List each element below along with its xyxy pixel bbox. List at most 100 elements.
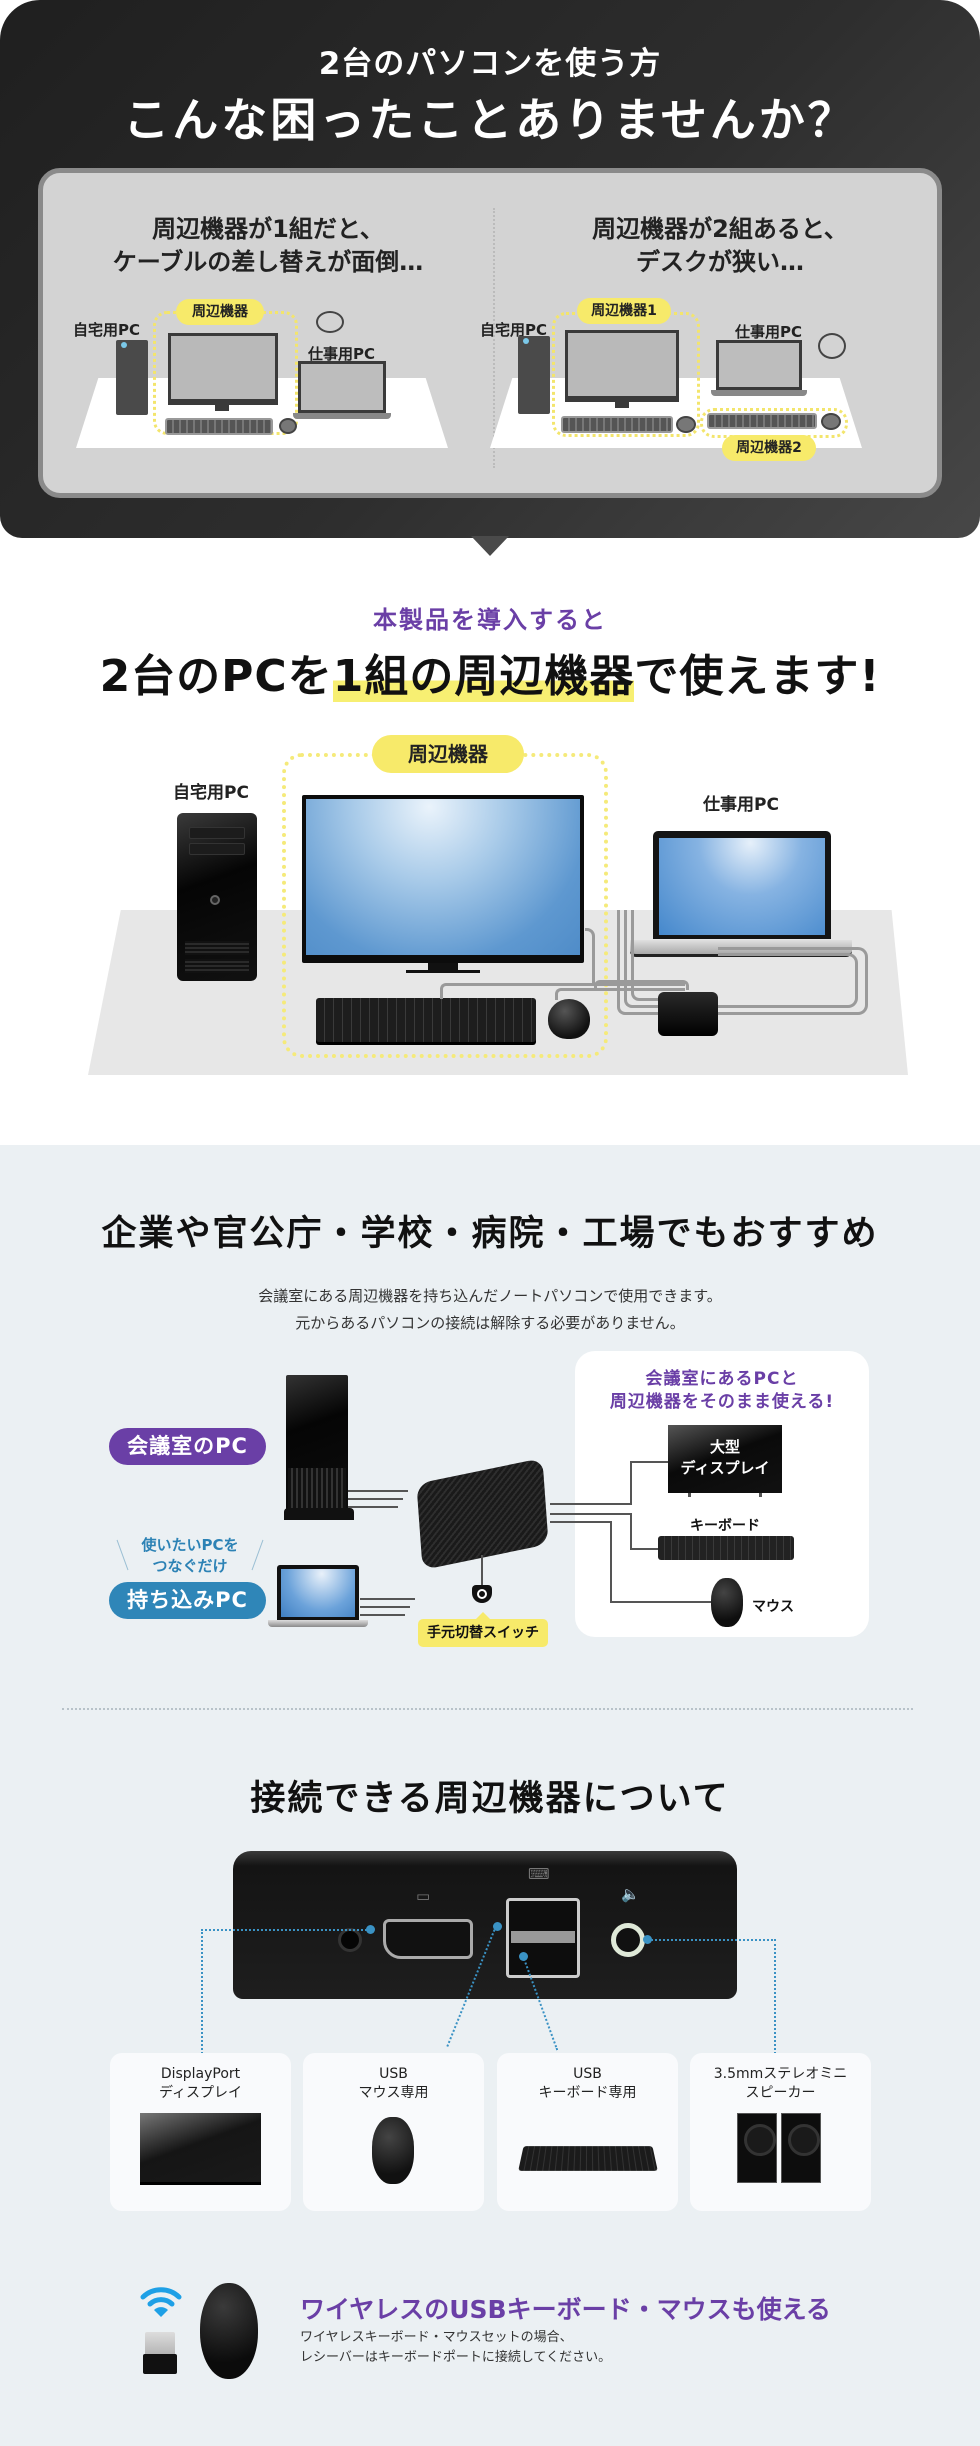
work-laptop-icon: [298, 361, 386, 413]
cable: [348, 1490, 408, 1492]
problem-panel: 周辺機器が1組だと、 ケーブルの差し替えが面倒… 自宅用PC 周辺機器 仕事用P…: [38, 168, 942, 498]
title-highlight: 1組の周辺機器: [332, 651, 635, 702]
wireless-mouse-icon: [200, 2283, 258, 2379]
connect-note: 使いたいPCを つなぐだけ: [116, 1535, 264, 1577]
cable: [610, 1601, 712, 1603]
work-pc-label: 仕事用PC: [735, 323, 803, 341]
keyboard-icon: [561, 416, 673, 433]
cable: [348, 1506, 398, 1508]
display-port-icon: ▭: [416, 1887, 431, 1905]
keyboard: [658, 1536, 794, 1560]
meeting-room-card-title: 会議室にあるPCと 周辺機器をそのまま使える!: [609, 1369, 835, 1412]
displayport-port: [383, 1919, 473, 1959]
leader-dot: [366, 1925, 375, 1934]
keyboard-cable: [440, 983, 685, 999]
monitor: [302, 795, 584, 963]
leader-dot: [493, 1922, 502, 1931]
laptop-base: [268, 1620, 368, 1627]
switch-cable: [481, 1555, 483, 1585]
speaker-port: [611, 1923, 645, 1957]
monitor-icon: [565, 330, 679, 402]
home-pc-label: 自宅用PC: [173, 783, 249, 803]
cable: [630, 1513, 632, 1550]
keyboard: [316, 998, 536, 1042]
audio-icon: 🔈: [621, 1885, 640, 1903]
home-pc-tower-icon: [518, 336, 550, 414]
remote-switch-icon: [472, 1585, 492, 1603]
cable: [630, 1461, 632, 1505]
laptop-cable: [718, 947, 868, 1015]
banner-pointer: [471, 536, 509, 556]
problem-case-one-set: 周辺機器が1組だと、 ケーブルの差し替えが面倒… 自宅用PC 周辺機器 仕事用P…: [43, 173, 493, 493]
displayport-leader: [201, 1929, 371, 2054]
case-text: 周辺機器が1組だと、 ケーブルの差し替えが面倒…: [112, 215, 424, 276]
business-description: 会議室にある周辺機器を持ち込んだノートパソコンで使用できます。 元からあるパソコ…: [258, 1287, 722, 1332]
keyboard-icon: [165, 418, 273, 435]
large-display: 大型 ディスプレイ: [668, 1425, 782, 1493]
meeting-pc-tower: [286, 1375, 348, 1518]
laptop-cable: [718, 953, 858, 1008]
speaker-icon: [781, 2113, 821, 2183]
case-text: 周辺機器が2組あると、 デスクが狭い…: [592, 215, 848, 276]
usb-mouse-keyboard-icon: ⌨: [528, 1865, 550, 1883]
solution-title: 2台のPCを1組の周辺機器で使えます!: [99, 651, 881, 702]
display-legs: [688, 1493, 762, 1497]
cable: [360, 1598, 415, 1600]
peripherals-title: 接続できる周辺機器について: [250, 1779, 730, 1819]
cable: [550, 1521, 610, 1523]
banner-title: こんな困ったことありませんか？: [123, 93, 857, 147]
bring-pc-pill: 持ち込みPC: [109, 1582, 266, 1619]
keyboard-icon: [707, 413, 817, 429]
tower-foot: [284, 1508, 354, 1520]
usb-receiver-icon: [143, 2332, 177, 2374]
wireless-title: ワイヤレスのUSBキーボード・マウスも使える: [300, 2295, 831, 2324]
monitor-neck: [428, 963, 458, 971]
peripheral-tag: 周辺機器: [176, 299, 264, 325]
cable: [360, 1614, 405, 1616]
home-pc-label: 自宅用PC: [73, 321, 141, 339]
work-pc-label: 仕事用PC: [703, 795, 779, 815]
mouse-icon: [279, 418, 297, 434]
cable: [550, 1513, 630, 1515]
section-divider: [62, 1708, 913, 1710]
kvm-rear-panel: ▭ ⌨ 🔈: [233, 1851, 737, 1999]
peripheral-tag: 周辺機器: [372, 735, 524, 773]
problem-case-two-sets: 周辺機器が2組あると、 デスクが狭い… 自宅用PC 周辺機器1 仕事用PC 周辺…: [480, 173, 945, 493]
home-pc-tower-icon: [116, 340, 148, 415]
cable: [550, 1503, 630, 1505]
monitor-stand: [215, 405, 229, 411]
cable: [630, 1461, 668, 1463]
home-pc-label: 自宅用PC: [480, 321, 548, 339]
wifi-icon: [140, 2287, 182, 2317]
speaker-icon: [737, 2113, 777, 2183]
display-cable: [585, 928, 595, 983]
leader-dot: [643, 1935, 652, 1944]
pc-cable: [631, 910, 659, 1001]
cable: [610, 1521, 612, 1603]
monitor-icon: [168, 333, 278, 405]
kvm-switch: [658, 992, 718, 1036]
mouse-icon: [372, 2117, 414, 2184]
pc-cable: [624, 910, 659, 1008]
work-laptop-icon: [716, 340, 802, 390]
mouse: [548, 999, 590, 1039]
usb-ports: [506, 1898, 580, 1978]
cable: [348, 1498, 403, 1500]
wireless-description: ワイヤレスキーボード・マウスセットの場合、 レシーバーはキーボードポートに接続し…: [300, 2330, 612, 2365]
home-pc-tower: [177, 813, 257, 981]
tangled-cable-icon: [818, 333, 846, 359]
meeting-pc-pill: 会議室のPC: [109, 1428, 266, 1465]
mouse-icon: [821, 413, 841, 430]
laptop-base: [293, 413, 391, 419]
bring-laptop: [277, 1565, 359, 1620]
peripheral-tag-2: 周辺機器2: [722, 435, 816, 461]
solution-subtitle: 本製品を導入すると: [373, 606, 607, 634]
cable: [630, 1548, 660, 1550]
keyboard-icon: [518, 2146, 658, 2171]
mouse-label: マウス: [752, 1599, 794, 1615]
mouse-cable: [555, 988, 685, 1000]
panel-divider: [493, 208, 495, 468]
